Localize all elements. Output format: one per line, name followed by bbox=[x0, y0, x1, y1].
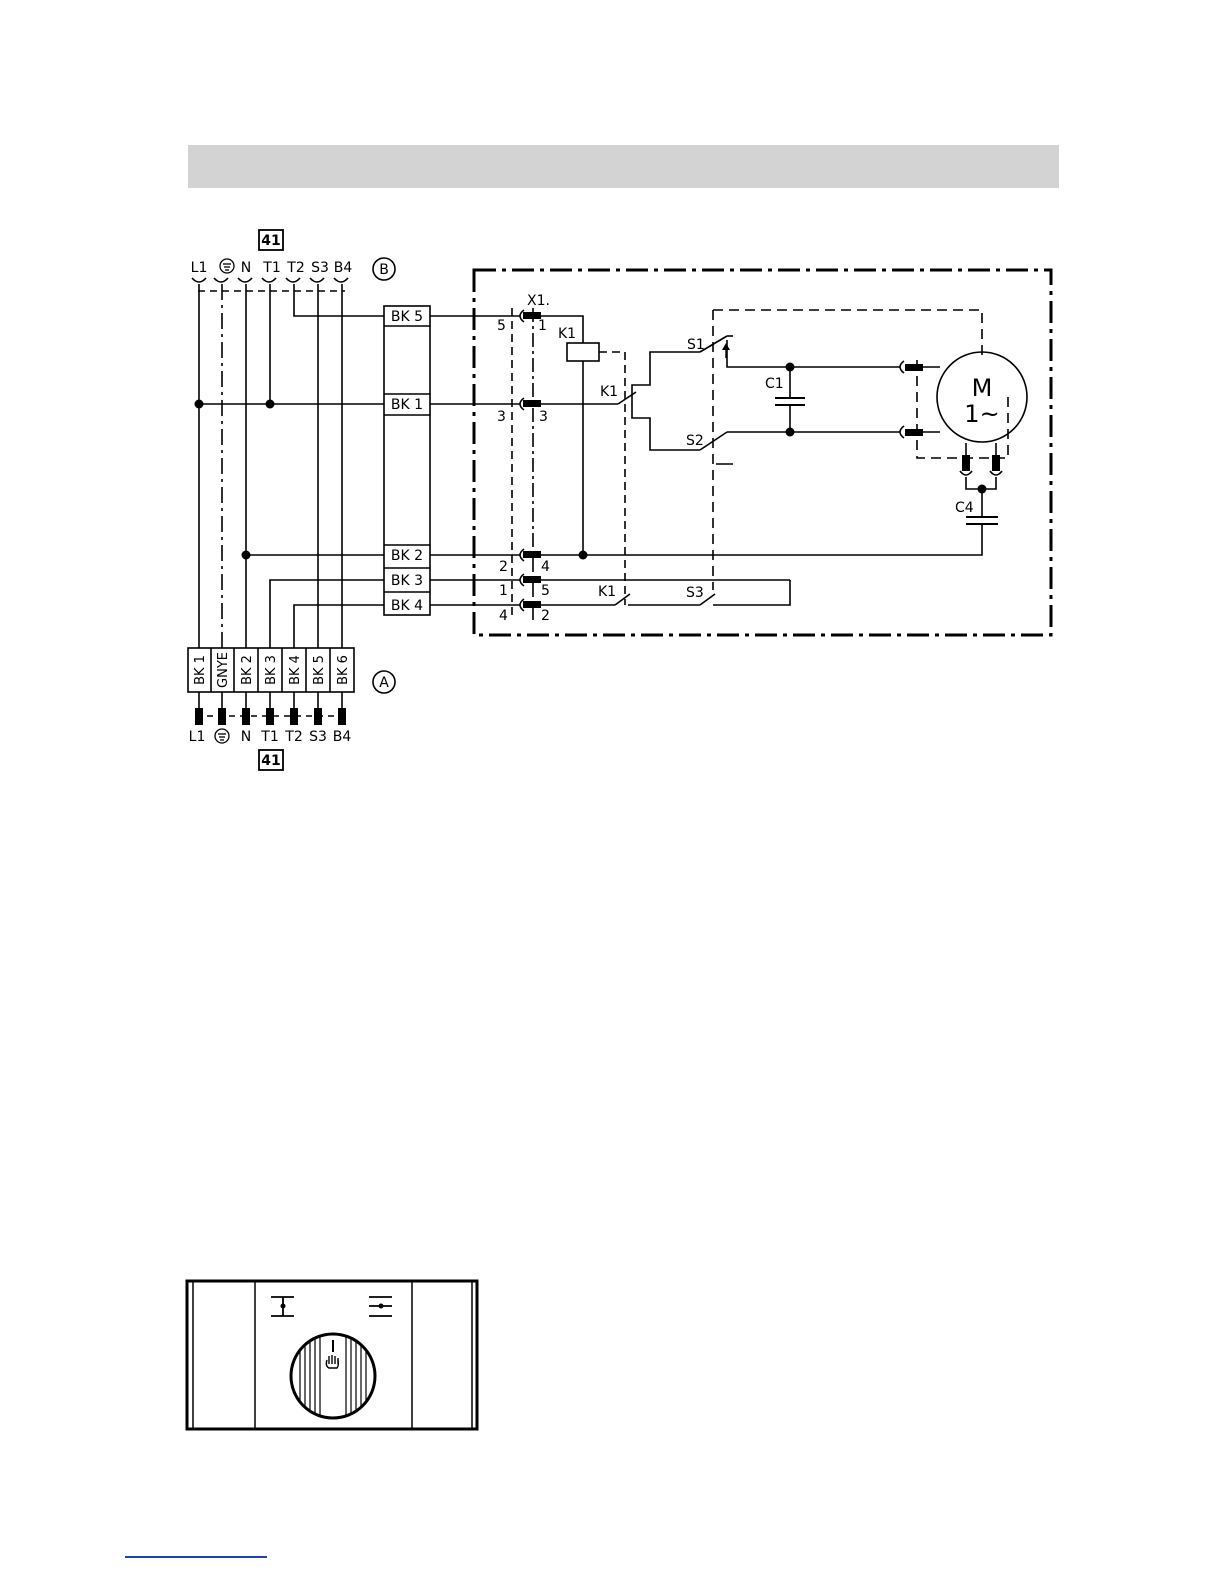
switch-s2-label: S2 bbox=[686, 433, 704, 449]
relay-k1-coil bbox=[567, 343, 599, 361]
plug-x1-label: X1. bbox=[527, 293, 550, 309]
connector-a-wire-2: GNYE bbox=[216, 652, 231, 688]
footer-link-underline[interactable] bbox=[125, 1556, 267, 1558]
relay-contact-k1-bottom-label: K1 bbox=[598, 584, 616, 600]
connector-a-bottom-n: N bbox=[241, 729, 251, 745]
motor-label-phase: 1~ bbox=[964, 400, 999, 428]
x1-left-pin-4: 4 bbox=[499, 608, 508, 624]
relay-contact-k1-label: K1 bbox=[600, 384, 618, 400]
connector-b-label-t2: T2 bbox=[286, 260, 304, 276]
x1-left-pin-5: 5 bbox=[497, 318, 506, 334]
connector-b-label-b4: B4 bbox=[334, 260, 353, 276]
motor-label-m: M bbox=[972, 374, 993, 402]
x1-right-pin-1: 1 bbox=[538, 318, 547, 334]
bk-label-3: BK 3 bbox=[391, 573, 423, 589]
bk-label-2: BK 2 bbox=[391, 548, 423, 564]
connector-b-label-l1: L1 bbox=[191, 260, 208, 276]
bk-label-4: BK 4 bbox=[391, 598, 423, 614]
connector-a-wire-1: BK 1 bbox=[193, 655, 208, 685]
switch-s1-label: S1 bbox=[687, 337, 705, 353]
x1-right-pin-3: 3 bbox=[539, 409, 548, 425]
connector-a-bottom-t1: T1 bbox=[260, 729, 278, 745]
capacitor-c4-label: C4 bbox=[955, 500, 974, 516]
x1-sockets bbox=[520, 310, 524, 611]
connector-b-label-s3: S3 bbox=[311, 260, 329, 276]
bk-label-5: BK 5 bbox=[391, 309, 423, 325]
terminal-ref-top: 41 bbox=[261, 233, 280, 249]
x1-left-pin-2: 2 bbox=[499, 559, 508, 575]
x1-left-pin-1: 1 bbox=[499, 583, 508, 599]
connector-a-wire-5: BK 4 bbox=[288, 655, 303, 685]
connector-a-bottom-t2: T2 bbox=[284, 729, 302, 745]
hand-icon bbox=[326, 1355, 338, 1368]
connector-b-label-n: N bbox=[241, 260, 251, 276]
connector-b-badge: B bbox=[379, 262, 389, 278]
connector-b-label-t1: T1 bbox=[262, 260, 280, 276]
x1-right-pin-2: 2 bbox=[541, 608, 550, 624]
connector-a-wire-6: BK 5 bbox=[312, 655, 327, 685]
connector-a-wire-4: BK 3 bbox=[264, 655, 279, 685]
earth-icon-top bbox=[220, 259, 234, 273]
bk-label-1: BK 1 bbox=[391, 397, 423, 413]
connector-a-wire-3: BK 2 bbox=[240, 655, 255, 685]
connector-a-badge: A bbox=[379, 675, 389, 691]
x1-left-pin-3: 3 bbox=[497, 409, 506, 425]
connector-a-bottom-s3: S3 bbox=[309, 729, 327, 745]
relay-k1-label: K1 bbox=[558, 326, 576, 342]
connector-b-sockets bbox=[192, 278, 348, 282]
x1-right-pin-5: 5 bbox=[541, 583, 550, 599]
switch-s3-label: S3 bbox=[686, 585, 704, 601]
x1-right-pin-4: 4 bbox=[541, 559, 550, 575]
terminal-ref-bottom: 41 bbox=[261, 753, 280, 769]
connector-a-bottom-b4: B4 bbox=[333, 729, 352, 745]
connector-a-bottom-l1: L1 bbox=[189, 729, 206, 745]
connector-a-wire-7: BK 6 bbox=[336, 655, 351, 685]
earth-icon-bottom bbox=[215, 729, 229, 743]
capacitor-c1-label: C1 bbox=[765, 376, 784, 392]
control-switch-panel bbox=[187, 1281, 477, 1429]
